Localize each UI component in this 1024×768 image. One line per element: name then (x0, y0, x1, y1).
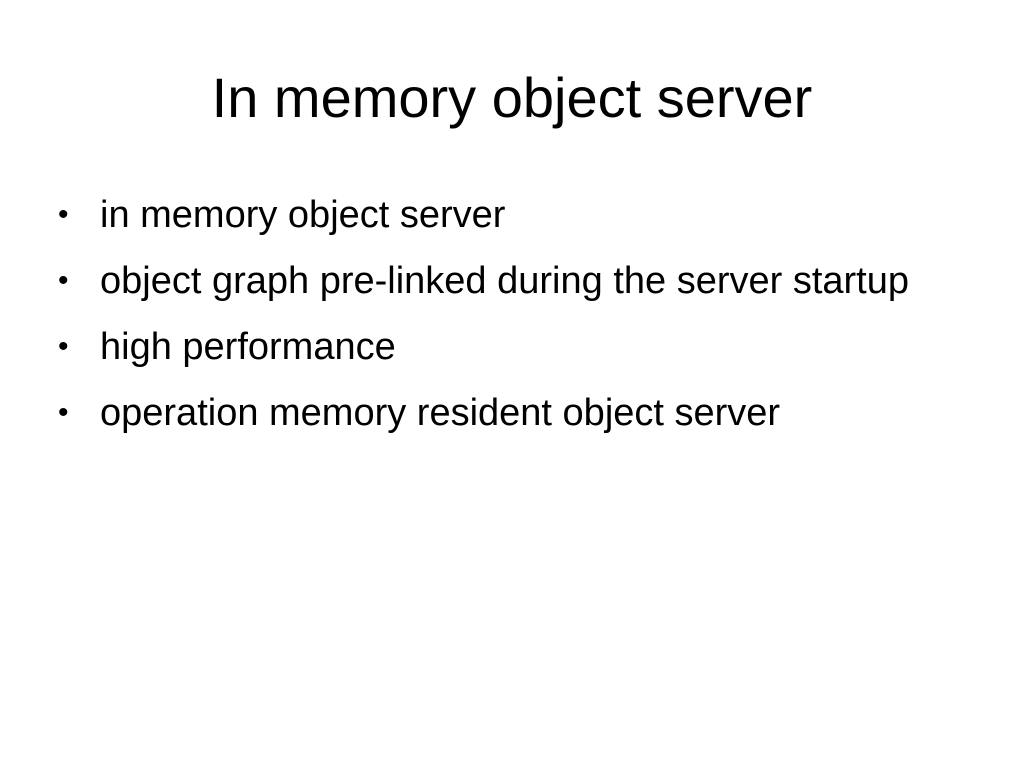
bullet-item: • in memory object server (56, 190, 956, 240)
bullet-text: operation memory resident object server (100, 392, 781, 434)
bullet-list: • in memory object server • object graph… (56, 190, 956, 454)
bullet-text: high performance (100, 326, 396, 368)
bullet-item: • object graph pre-linked during the ser… (56, 256, 956, 306)
bullet-item: • high performance (56, 322, 956, 372)
bullet-dot-icon: • (58, 396, 69, 429)
bullet-text: in memory object server (100, 194, 506, 236)
bullet-dot-icon: • (58, 198, 69, 231)
bullet-text: object graph pre-linked during the serve… (100, 260, 910, 302)
bullet-dot-icon: • (58, 264, 69, 297)
bullet-item: • operation memory resident object serve… (56, 388, 956, 438)
bullet-dot-icon: • (58, 330, 69, 363)
slide-title: In memory object server (211, 66, 813, 129)
